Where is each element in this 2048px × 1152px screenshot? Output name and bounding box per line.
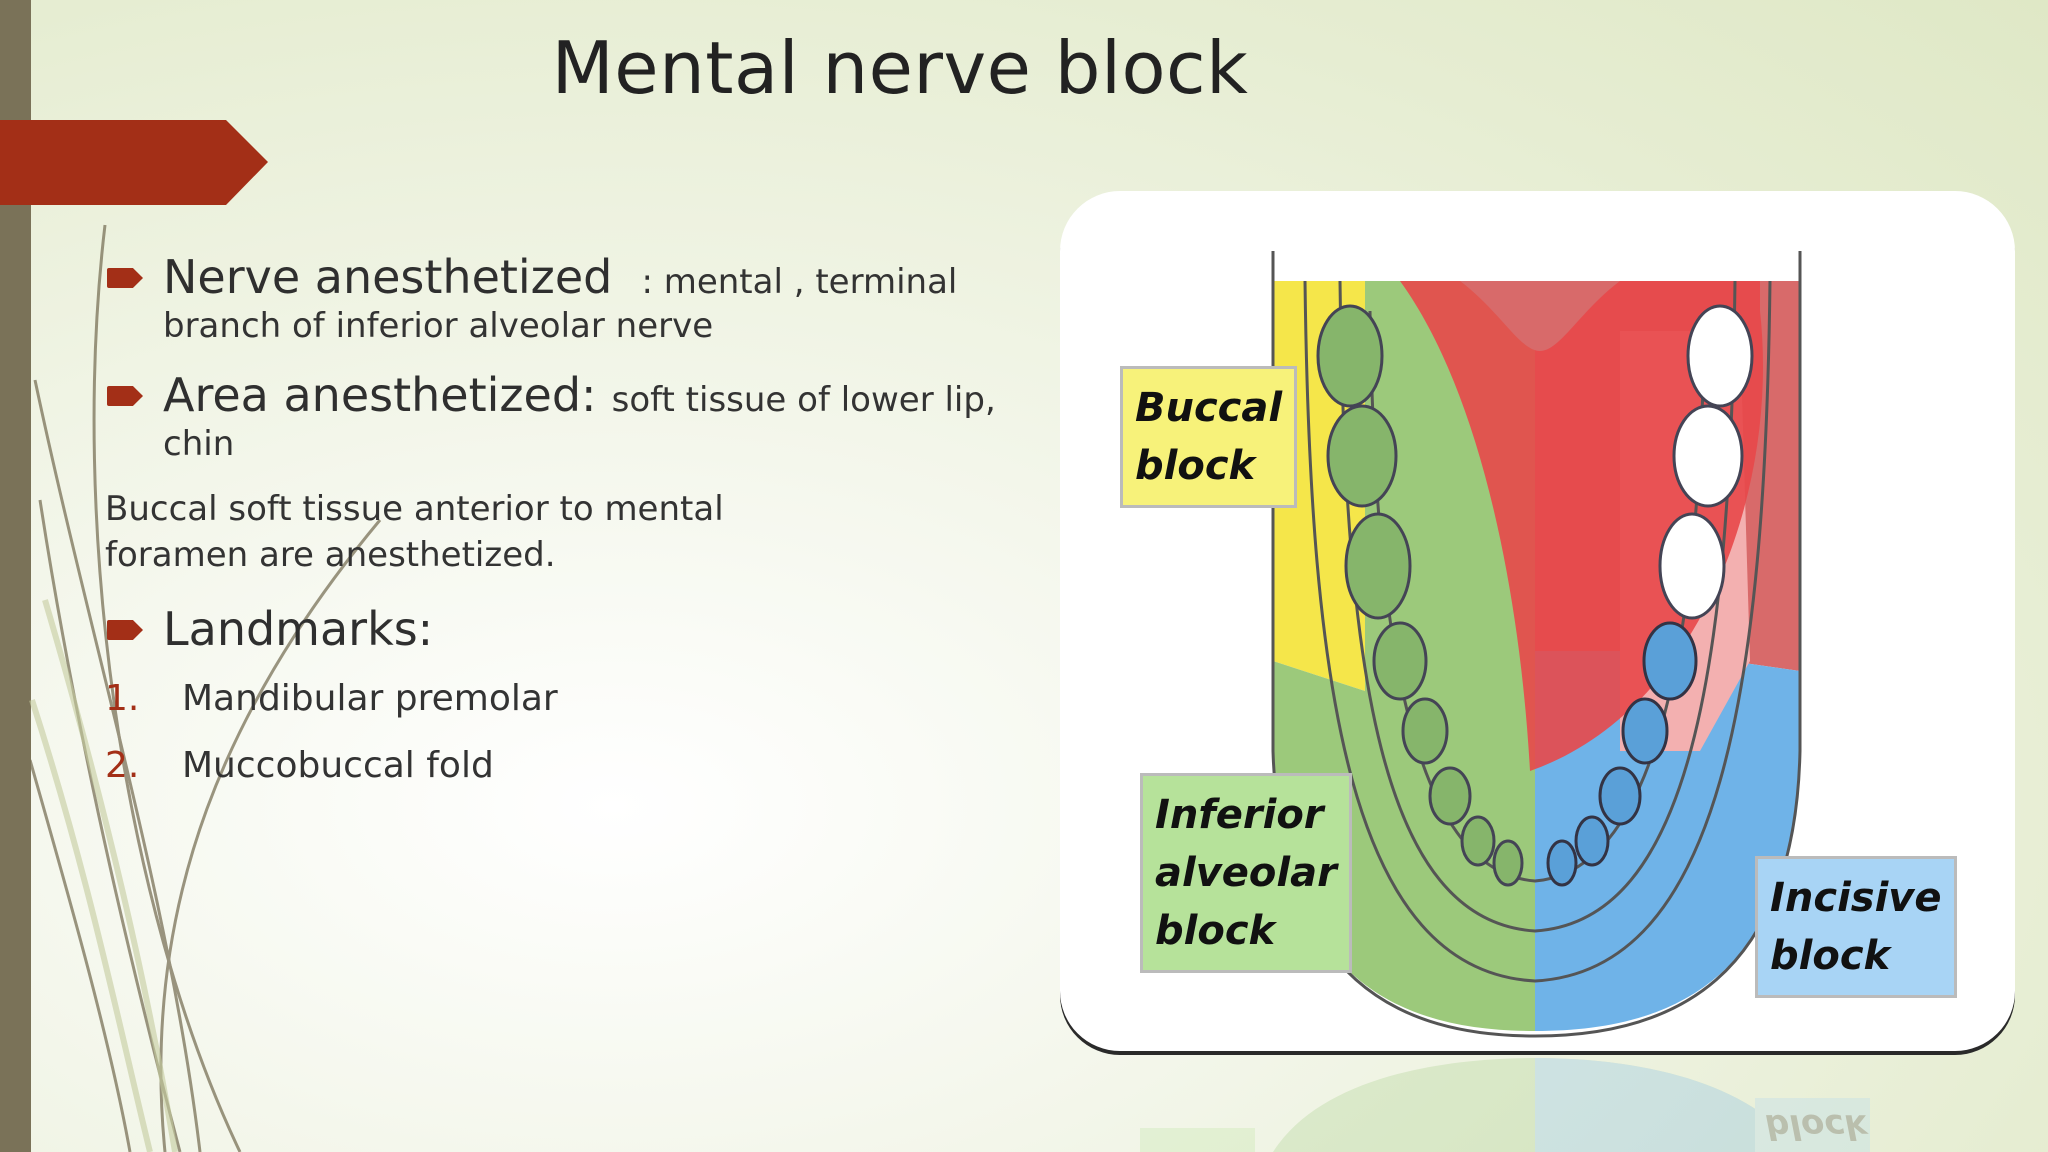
slide-title: Mental nerve block <box>551 26 1249 110</box>
bullet-detail: : mental , terminal <box>641 262 958 302</box>
landmark-item: 2. Muccobuccal fold <box>105 745 1005 786</box>
bullet-detail-continued: branch of inferior alveolar nerve <box>163 306 714 346</box>
landmark-item: 1. Mandibular premolar <box>105 678 1005 719</box>
mandible-anesthesia-diagram: Buccal block Inferior alveolar block Inc… <box>1060 191 2015 1051</box>
buccal-block-label: Buccal block <box>1120 366 1298 508</box>
bullet-nerve-anesthetized: Nerve anesthetized : mental , terminal b… <box>105 250 1005 346</box>
label-line: Incisive <box>1770 875 1942 921</box>
label-line: block <box>1770 933 1891 979</box>
slide-content: Nerve anesthetized : mental , terminal b… <box>105 250 1005 812</box>
reflection-shapes <box>1140 1058 1870 1152</box>
bullet-landmarks: Landmarks: <box>105 602 1005 656</box>
arrow-bullet-icon <box>107 620 143 640</box>
label-line: Inferior <box>1155 792 1324 838</box>
landmark-text: Mandibular premolar <box>182 678 558 719</box>
bullet-area-anesthetized: Area anesthetized: soft tissue of lower … <box>105 368 1005 464</box>
diagram-reflection: block <box>1060 1058 2015 1152</box>
arrow-bullet-icon <box>107 268 143 288</box>
bullet-heading: Landmarks: <box>163 602 434 656</box>
bullet-heading: Area anesthetized: <box>163 368 597 422</box>
bullet-detail: soft tissue of lower lip, <box>611 380 996 420</box>
label-line: Buccal <box>1135 385 1283 431</box>
arrow-bullet-icon <box>107 386 143 406</box>
landmark-text: Muccobuccal fold <box>182 745 494 786</box>
body-paragraph: Buccal soft tissue anterior to mental fo… <box>105 489 724 575</box>
label-line: block <box>1155 908 1276 954</box>
label-line: alveolar <box>1155 850 1337 896</box>
title-arrow-tab <box>0 120 268 205</box>
incisive-zone <box>1535 651 1800 1031</box>
reflection-label: block <box>1765 1106 1868 1146</box>
inferior-alveolar-block-label: Inferior alveolar block <box>1140 773 1352 973</box>
label-line: block <box>1135 443 1256 489</box>
bullet-heading: Nerve anesthetized <box>163 250 613 304</box>
bullet-detail-continued: chin <box>163 424 235 464</box>
incisive-block-label: Incisive block <box>1755 856 1957 998</box>
list-number: 2. <box>105 745 140 786</box>
list-number: 1. <box>105 678 140 719</box>
